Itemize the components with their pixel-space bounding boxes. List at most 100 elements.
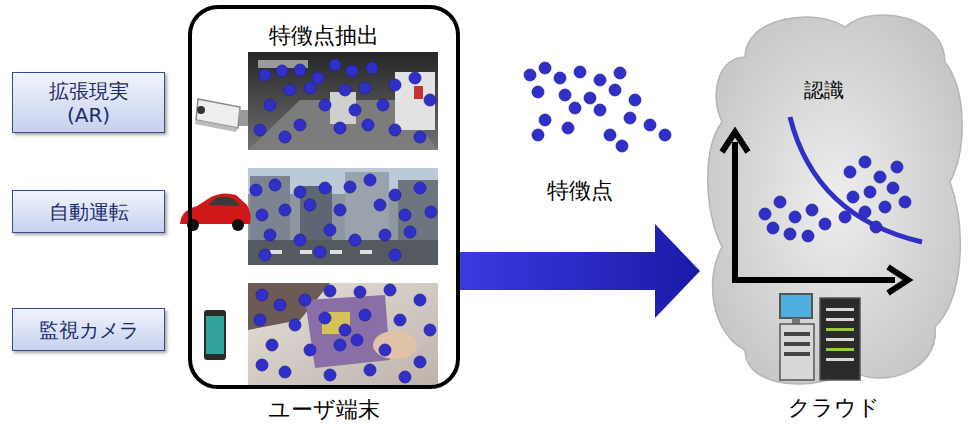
recognition-label: 認識 [804,78,844,102]
feature-dot-cluster [609,84,621,96]
photo-station [248,52,438,150]
feature-dot [789,211,801,223]
feature-dot [250,184,262,196]
feature-dot-cluster [559,89,571,101]
feature-dot [256,209,268,221]
feature-dot [312,72,324,84]
feature-dot [274,299,286,311]
feature-dot [264,99,276,111]
feature-dot-cluster [532,129,544,141]
feature-dot [324,224,336,236]
feature-dot [859,206,871,218]
feature-dot [364,364,376,376]
feature-dot [319,99,331,111]
feature-dot-cluster [584,92,596,104]
server-icon [780,324,814,380]
photo-handheld [305,295,390,368]
feature-dot [279,204,291,216]
feature-dot [879,201,891,213]
feature-dot [359,82,371,94]
feature-dot [409,72,421,84]
feature-dot [414,182,426,194]
feature-dot [324,285,336,297]
feature-dot [767,222,779,234]
feature-dot [806,204,818,216]
feature-dot [389,124,401,136]
feature-dot-cluster [524,62,671,152]
photo-street [248,168,438,265]
photo-street [270,250,282,254]
feature-dot [870,221,882,233]
feature-dot [334,122,346,134]
photo-street [250,176,290,240]
feature-dot [389,249,401,261]
feature-dot [254,124,266,136]
feature-dot-cluster [532,86,544,98]
photo-handheld [248,283,438,385]
phone-icon [206,316,224,354]
server-icon [826,308,854,311]
feature-dot [354,286,366,298]
feature-dot [279,131,291,143]
feature-dot-cluster [614,67,626,79]
feature-dot [266,339,278,351]
feature-dot [304,344,316,356]
feature-dot [339,324,351,336]
feature-dot [864,186,876,198]
server-icon [826,328,854,331]
flow-arrow [460,224,700,318]
feature-dot [256,289,268,301]
feature-dot [284,84,296,96]
feature-dot-cluster [629,94,641,106]
feature-dot [254,314,266,326]
feature-dot [859,156,871,168]
user-terminal-frame: 特徴点抽出ユーザ端末 [188,5,460,389]
car-icon [232,219,244,231]
camera-icon [239,110,248,126]
feature-dot-cluster [594,74,606,86]
chart-axes [888,267,908,293]
chart-axes [732,277,895,283]
feature-dot [844,166,856,178]
feature-dot [259,69,271,81]
photo-station [248,52,438,150]
server-icon [820,298,860,380]
feature-dot [784,228,796,240]
feature-dot-cluster [604,129,616,141]
feature-dot [899,196,911,208]
feature-dot [344,181,356,193]
feature-dot [289,319,301,331]
feature-dot-cluster [616,140,628,152]
photo-street [248,240,438,265]
feature-dot [294,186,306,198]
feature-dot [819,218,831,230]
feature-dot [362,119,374,131]
feature-dot [319,182,331,194]
photo-station [395,72,435,130]
feature-dot [256,359,268,371]
photo-street [300,250,312,254]
feature-dot [294,64,306,76]
cloud-shape [700,2,968,392]
chart-axes [732,142,738,280]
feature-dot-cluster [539,62,551,74]
feature-dot-cluster [569,102,581,114]
feature-dot [414,356,426,368]
feature-dot [319,312,331,324]
feature-dot [364,174,376,186]
feature-dot-cluster [644,119,656,131]
feature-dot [802,230,814,242]
application-box: 拡張現実 (AR) [12,72,165,133]
feature-dot [294,234,306,246]
cloud-node: 認識クラウド [700,2,968,392]
photo-handheld [373,331,417,359]
feature-dot-cluster [562,122,574,134]
cloud-caption: クラウド [700,395,968,421]
server-icon [826,348,854,351]
server-icon [826,338,854,341]
feature-dot [299,294,311,306]
feature-dot-cluster [574,66,586,78]
feature-dot [334,204,346,216]
feature-dot [887,182,899,194]
